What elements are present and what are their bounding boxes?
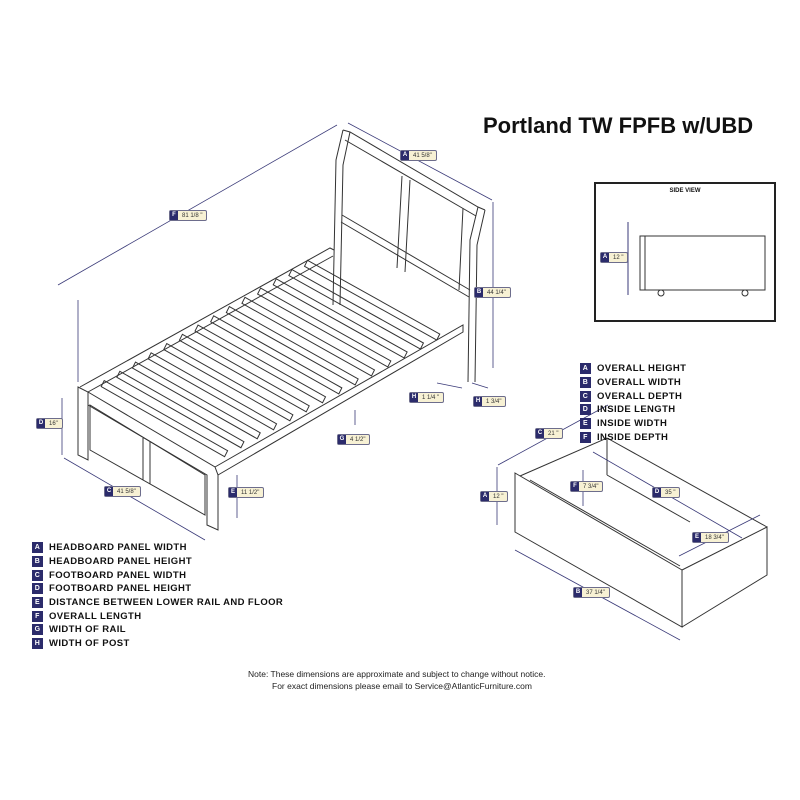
slat bbox=[147, 352, 278, 431]
legend-item: B HEADBOARD PANEL HEIGHT bbox=[32, 555, 283, 569]
legend-label: HEADBOARD PANEL WIDTH bbox=[49, 542, 187, 554]
slat bbox=[194, 324, 327, 404]
legend-label: INSIDE WIDTH bbox=[597, 418, 668, 430]
headboard-frame bbox=[340, 129, 486, 298]
slat bbox=[100, 379, 229, 458]
legend-item: A OVERALL HEIGHT bbox=[580, 362, 686, 376]
legend-item: A HEADBOARD PANEL WIDTH bbox=[32, 541, 283, 555]
legend-letter-badge: B bbox=[32, 556, 43, 568]
legend-letter-badge: C bbox=[32, 569, 43, 581]
slat bbox=[163, 342, 294, 422]
legend-letter-badge: B bbox=[580, 377, 591, 389]
legend-letter-badge: E bbox=[580, 418, 591, 430]
headboard-panel bbox=[396, 175, 464, 291]
slat bbox=[241, 296, 376, 377]
slats bbox=[100, 259, 441, 458]
note-line-1: Note: These dimensions are approximate a… bbox=[248, 669, 546, 679]
legend-label: FOOTBOARD PANEL WIDTH bbox=[49, 569, 187, 581]
legend-label: WIDTH OF POST bbox=[49, 638, 130, 650]
legend-letter-badge: D bbox=[32, 583, 43, 595]
legend-label: WIDTH OF RAIL bbox=[49, 624, 126, 636]
legend-label: OVERALL DEPTH bbox=[597, 390, 683, 402]
legend-label: OVERALL HEIGHT bbox=[597, 363, 687, 375]
legend-letter-badge: A bbox=[32, 542, 43, 554]
left-rail bbox=[79, 247, 335, 393]
page-title: Portland TW FPFB w/UBD bbox=[483, 113, 754, 138]
drawer-interior bbox=[519, 437, 768, 567]
legend-label: DISTANCE BETWEEN LOWER RAIL AND FLOOR bbox=[49, 597, 284, 609]
slat bbox=[303, 259, 441, 341]
legend-label: HEADBOARD PANEL HEIGHT bbox=[49, 556, 193, 568]
legend-item: D FOOTBOARD PANEL HEIGHT bbox=[32, 582, 283, 596]
legend-item: D INSIDE LENGTH bbox=[580, 403, 686, 417]
legend-item: B OVERALL WIDTH bbox=[580, 376, 686, 390]
footboard-left-post bbox=[77, 386, 89, 461]
legend-letter-badge: H bbox=[32, 638, 43, 650]
disclaimer-note: Note: These dimensions are approximate a… bbox=[248, 668, 546, 692]
note-line-2: For exact dimensions please email to Ser… bbox=[272, 681, 532, 691]
slat bbox=[225, 305, 359, 386]
legend-item: E INSIDE WIDTH bbox=[580, 417, 686, 431]
dimension-lines bbox=[57, 122, 494, 541]
legend-item: F OVERALL LENGTH bbox=[32, 609, 283, 623]
legend-item: F INSIDE DEPTH bbox=[580, 430, 686, 444]
slat bbox=[272, 278, 408, 359]
legend-label: INSIDE DEPTH bbox=[597, 431, 669, 443]
slat bbox=[116, 370, 245, 449]
legend-label: FOOTBOARD PANEL HEIGHT bbox=[49, 583, 192, 595]
slat bbox=[210, 315, 343, 395]
drawer-legend: A OVERALL HEIGHT B OVERALL WIDTH C OVERALL DE… bbox=[580, 362, 686, 444]
legend-letter-badge: F bbox=[32, 610, 43, 622]
legend-item: C OVERALL DEPTH bbox=[580, 389, 686, 403]
drawer-side bbox=[681, 526, 768, 628]
slat bbox=[256, 287, 392, 368]
legend-letter-badge: C bbox=[580, 390, 591, 402]
bed-legend: A HEADBOARD PANEL WIDTH B HEADBOARD PANEL H… bbox=[32, 541, 283, 651]
legend-label: INSIDE LENGTH bbox=[597, 404, 676, 416]
bed-drawing bbox=[57, 122, 494, 541]
legend-item: E DISTANCE BETWEEN LOWER RAIL AND FLOOR bbox=[32, 596, 283, 610]
slat bbox=[178, 333, 310, 413]
slat bbox=[288, 268, 425, 350]
legend-letter-badge: E bbox=[32, 597, 43, 609]
side-view-label: SIDE VIEW bbox=[669, 188, 701, 194]
legend-item: C FOOTBOARD PANEL WIDTH bbox=[32, 568, 283, 582]
slat bbox=[131, 361, 261, 440]
footboard-panel bbox=[89, 404, 206, 516]
legend-item: G WIDTH OF RAIL bbox=[32, 623, 283, 637]
footboard-rail bbox=[87, 391, 219, 531]
legend-letter-badge: F bbox=[580, 431, 591, 443]
legend-letter-badge: G bbox=[32, 624, 43, 636]
legend-letter-badge: A bbox=[580, 363, 591, 375]
right-rail bbox=[214, 324, 464, 476]
legend-item: H WIDTH OF POST bbox=[32, 637, 283, 651]
legend-letter-badge: D bbox=[580, 404, 591, 416]
headboard-left-post bbox=[332, 129, 351, 306]
headboard-right-post bbox=[467, 206, 486, 383]
legend-label: OVERALL WIDTH bbox=[597, 377, 682, 389]
legend-label: OVERALL LENGTH bbox=[49, 610, 142, 622]
